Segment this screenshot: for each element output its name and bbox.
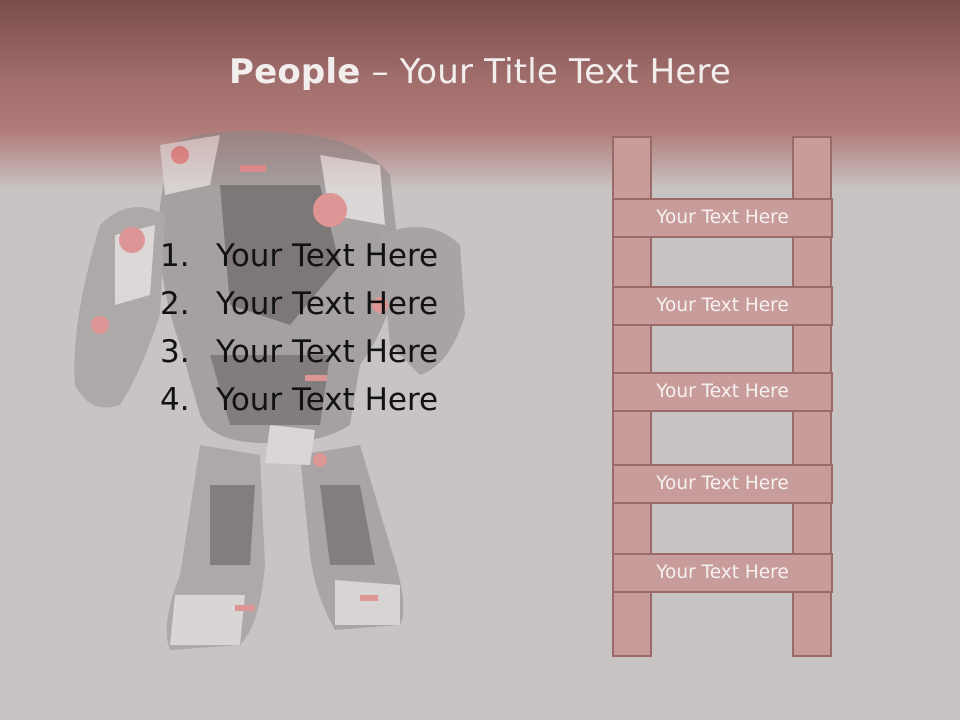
list-item: 3. Your Text Here [160,328,438,376]
list-text: Your Text Here [216,382,439,418]
list-item: 4. Your Text Here [160,376,438,424]
numbered-list: 1. Your Text Here 2. Your Text Here 3. Your… [160,232,438,424]
ladder-step: Your Text Here [612,464,833,504]
list-number: 4. [160,382,190,418]
list-number: 3. [160,334,190,370]
list-text: Your Text Here [216,286,439,322]
list-item: 2. Your Text Here [160,280,438,328]
list-number: 1. [160,238,190,274]
title-bold: People [228,52,361,92]
list-item: 1. Your Text Here [160,232,438,280]
list-number: 2. [160,286,190,322]
ladder-step: Your Text Here [612,198,833,238]
robot-image [74,130,465,650]
ladder-step: Your Text Here [612,553,833,593]
title-rest: – Your Title Text Here [360,52,732,92]
slide-title: People – Your Title Text Here [0,52,960,92]
list-text: Your Text Here [216,334,439,370]
ladder-step: Your Text Here [612,372,833,412]
list-text: Your Text Here [216,238,439,274]
ladder-step: Your Text Here [612,286,833,326]
